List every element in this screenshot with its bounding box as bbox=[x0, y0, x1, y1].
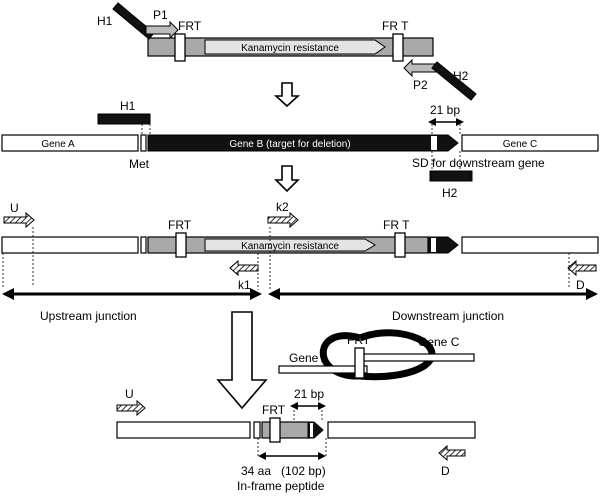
step-arrow-1 bbox=[273, 82, 301, 108]
gene-a-box bbox=[1, 134, 139, 152]
gene-c-strand-loop bbox=[361, 353, 475, 362]
met-codon-box-final bbox=[253, 421, 261, 439]
h2-label-top: H2 bbox=[453, 69, 469, 83]
frt-site-top-right bbox=[392, 33, 404, 62]
kanamycin-gene-arrow-top bbox=[204, 39, 386, 55]
peptide-arrowhead-right bbox=[318, 452, 326, 460]
h1-label-top: H1 bbox=[97, 14, 113, 28]
loop-right-half bbox=[358, 329, 436, 381]
gene-c-label-loop: Gene C bbox=[418, 335, 460, 349]
sd-label: SD for downstream gene bbox=[412, 156, 545, 170]
frt-site-top-left bbox=[174, 33, 186, 62]
gene-c-label: Gene C bbox=[503, 139, 537, 150]
downstream-junction-label: Downstream junction bbox=[392, 309, 504, 323]
bp21-label-bottom: 21 bp bbox=[294, 387, 324, 401]
met-label: Met bbox=[129, 157, 150, 171]
h2-homology-tail bbox=[431, 61, 477, 101]
gene-b-arrow bbox=[147, 134, 459, 152]
inframe-peptide-label: In-frame peptide bbox=[237, 479, 325, 493]
frt-label-top-left: FRT bbox=[178, 19, 202, 33]
h2-label-mid: H2 bbox=[442, 186, 458, 200]
downstream-arrowhead-right bbox=[586, 288, 598, 300]
pcr-template: Kanamycin resistance FRT FR T H1 P1 P2 H… bbox=[97, 2, 477, 101]
step-arrow-2 bbox=[274, 165, 300, 193]
downstream-arrowhead-left bbox=[268, 288, 280, 300]
p2-primer-arrow bbox=[403, 58, 437, 78]
gene-c-box-final bbox=[327, 421, 476, 439]
frt-site-ins-right bbox=[394, 232, 406, 258]
chromosome-target: Gene A Gene B (target for deletion) Gene… bbox=[1, 99, 599, 200]
u-primer-arrow bbox=[3, 211, 35, 229]
u-label-bottom: U bbox=[125, 387, 134, 401]
h1-homology-bar bbox=[97, 113, 151, 125]
bp21-label-top: 21 bp bbox=[430, 103, 460, 117]
u-primer-label: U bbox=[10, 201, 19, 215]
gene-a-label: Gene A bbox=[41, 139, 75, 150]
h1-label-mid: H1 bbox=[120, 99, 136, 113]
kanamycin-insertion: Kanamycin resistance FRT FR T U k2 k1 D … bbox=[1, 200, 599, 323]
u-primer-arrow-bottom bbox=[116, 399, 146, 417]
frt-label-top-right: FR T bbox=[382, 19, 409, 33]
p1-primer-arrow bbox=[145, 20, 179, 40]
met-codon-box bbox=[140, 134, 147, 152]
frt-site-final bbox=[269, 417, 281, 443]
frt-site-loop bbox=[354, 347, 365, 379]
scar-segment bbox=[261, 421, 311, 439]
loop-left-half bbox=[319, 332, 361, 380]
kanamycin-gene-arrow-ins bbox=[204, 238, 376, 252]
excision-loop: FRT Gene C Gene A bbox=[278, 329, 475, 381]
gene-c-box-ins bbox=[461, 236, 599, 254]
gene-c-box bbox=[461, 134, 599, 152]
gene-a-box-ins bbox=[1, 236, 139, 254]
d-label-bottom: D bbox=[441, 464, 450, 478]
bp21-arrowhead-right-top bbox=[456, 118, 464, 126]
p1-label: P1 bbox=[153, 8, 168, 22]
k2-primer-arrow bbox=[267, 211, 299, 229]
kanamycin-label-top: Kanamycin resistance bbox=[241, 43, 339, 54]
remnant-codon-final bbox=[310, 423, 313, 437]
peptide-arrowhead-left bbox=[258, 452, 266, 460]
final-scar: FRT 21 bp U D 34 aa (102 bp) In-frame pe… bbox=[116, 387, 476, 493]
frt-site-ins-left bbox=[175, 232, 187, 258]
d-primer-arrow bbox=[567, 259, 597, 277]
gene-a-strand-loop bbox=[278, 365, 368, 374]
kanamycin-label-ins: Kanamycin resistance bbox=[241, 241, 339, 252]
peptide-size-label: 34 aa (102 bp) bbox=[241, 464, 326, 478]
upstream-arrowhead-left bbox=[2, 288, 14, 300]
upstream-junction-label: Upstream junction bbox=[40, 309, 137, 323]
k1-primer-arrow bbox=[229, 259, 259, 277]
d-primer-label: D bbox=[576, 278, 585, 292]
d-primer-arrow-bottom bbox=[438, 444, 466, 462]
upstream-arrowhead-right bbox=[250, 288, 262, 300]
frt-label-loop: FRT bbox=[347, 333, 371, 347]
remnant-codon-ins bbox=[431, 238, 436, 252]
last-codons-box bbox=[431, 136, 437, 150]
k1-label: k1 bbox=[238, 278, 251, 292]
gene-b-label: Gene B (target for deletion) bbox=[229, 139, 350, 150]
step-arrow-3 bbox=[216, 311, 268, 410]
frt-label-ins-left: FRT bbox=[168, 218, 192, 232]
gene-a-label-loop: Gene A bbox=[289, 351, 329, 365]
frt-label-ins-right: FR T bbox=[383, 218, 410, 232]
bp21-arrowhead-left-top bbox=[428, 118, 436, 126]
frt-label-final: FRT bbox=[262, 403, 286, 417]
gene-a-box-final bbox=[116, 421, 251, 439]
h2-homology-bar bbox=[429, 170, 473, 182]
k2-label: k2 bbox=[276, 200, 289, 214]
met-codon-box-ins bbox=[140, 236, 147, 254]
p2-label: P2 bbox=[413, 78, 428, 92]
